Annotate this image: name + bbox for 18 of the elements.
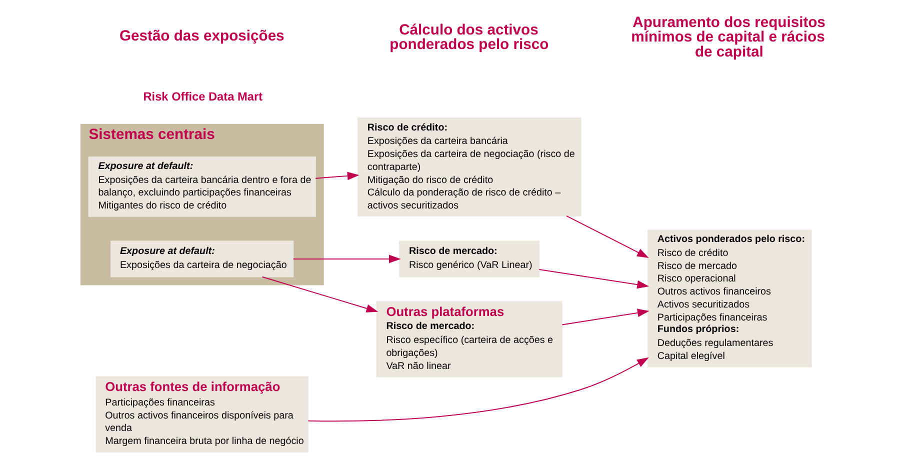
- arrow: [315, 172, 360, 180]
- label: Gestão das exposições: [119, 28, 284, 45]
- node-box: Risco de mercado: Risco genérico (VaR Linear): [399, 240, 540, 278]
- node-box: Exposure at default: Exposições da carteira bancária dentro e fora de balanço, excluindo participações financeiras Mitigantes do risco de crédito: [88, 156, 316, 217]
- node-box: Risco de crédito: Exposições da carteira bancária Exposições da carteira de negociação (risco de contraparte) Mitigação do risco de crédito Cálculo da ponderação de risco de crédito – activos securitizados: [358, 117, 582, 216]
- arrow: [566, 215, 649, 258]
- arrow: [308, 357, 649, 422]
- arrow: [262, 276, 378, 312]
- node-box: Activos ponderados pelo risco: Risco de crédito Risco de mercado Risco operacional Outros activos financeiros Activos securitizados Participações financeiras Fundos próprios: Deduções regulamentares Capital elegível: [648, 230, 812, 368]
- arrow: [292, 254, 401, 264]
- node-box: Exposure at default: Exposições da carteira de negociação: [110, 240, 294, 278]
- arrow: [538, 269, 650, 289]
- node-box: Outras fontes de informação Participações financeiras Outros activos financeiros disponíveis para venda Margem financeira bruta por linha de negócio: [96, 376, 309, 452]
- label: Risk Office Data Mart: [143, 90, 263, 104]
- label: Cálculo dos activos ponderados pelo risco: [390, 22, 549, 54]
- arrow: [562, 308, 650, 326]
- label: Apuramento dos requisitos mínimos de capital e rácios de capital: [631, 14, 826, 61]
- node-box: Outras plataformas Risco de mercado: Risco específico (carteira de acções e obrigações) VaR não linear: [376, 301, 562, 378]
